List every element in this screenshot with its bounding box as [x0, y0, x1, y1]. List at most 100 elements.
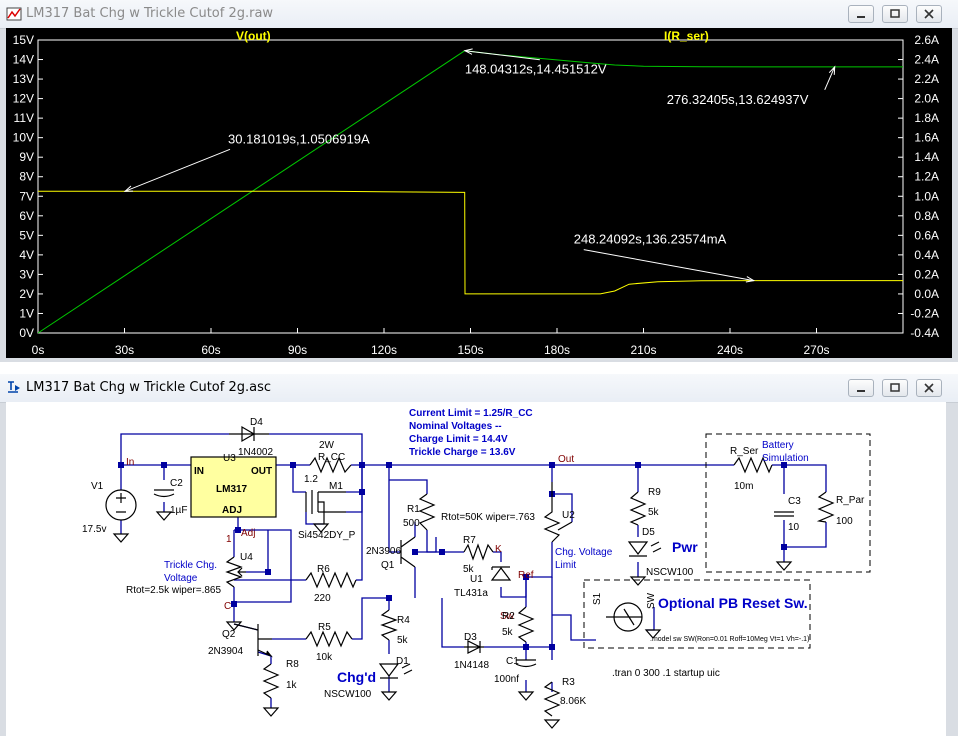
maximize-icon: [890, 383, 900, 392]
schematic-maximize-button[interactable]: [882, 379, 908, 397]
d3-label: D3: [464, 632, 477, 643]
minimize-icon: [857, 390, 865, 392]
waveform-app-icon: [6, 7, 22, 21]
net-adj: Adj: [241, 528, 255, 539]
y2-tick-label: 1.8A: [914, 111, 939, 125]
annotation-arrow: [124, 148, 231, 192]
rser-resistor-symbol: [733, 456, 773, 474]
minimize-button[interactable]: [848, 5, 874, 23]
net-k: K: [495, 544, 502, 555]
r6-resistor-symbol: [305, 571, 357, 589]
plot-background: [6, 28, 952, 358]
y-tick-label: 1V: [19, 306, 34, 320]
maximize-button[interactable]: [882, 5, 908, 23]
y-tick-label: 0V: [19, 326, 34, 340]
q2-label: Q2: [222, 629, 236, 640]
net-out: Out: [558, 454, 574, 465]
s1-label: S1: [592, 592, 603, 605]
net-in: In: [126, 457, 134, 468]
c3-capacitor-symbol: [774, 511, 794, 517]
rcc-power: 2W: [319, 440, 335, 451]
u4-title-1: Trickle Chg.: [164, 560, 217, 571]
m1-value: Si4542DY_P: [298, 530, 356, 541]
m1-mosfet-symbol: [305, 490, 346, 524]
schematic-titlebar[interactable]: LM317 Bat Chg w Trickle Cutof 2g.asc: [0, 374, 958, 403]
y-tick-label: 3V: [19, 267, 34, 281]
r5-label: R5: [318, 622, 331, 633]
y2-tick-label: -0.4A: [910, 326, 939, 340]
d3-value: 1N4148: [454, 660, 489, 671]
r2-value: 5k: [502, 627, 514, 638]
y-tick-label: 7V: [19, 189, 34, 203]
d4-diode-symbol: [229, 425, 269, 443]
c1-value: 100nf: [494, 674, 519, 685]
y-tick-label: 9V: [19, 150, 34, 164]
c3-value: 10: [788, 522, 800, 533]
u1-label: U1: [470, 574, 483, 585]
d1-led-symbol: [378, 663, 400, 679]
c3-label: C3: [788, 496, 801, 507]
close-button[interactable]: [916, 5, 942, 23]
r4-label: R4: [397, 615, 410, 626]
close-icon: [924, 9, 934, 19]
rser-label: R_Ser: [730, 446, 759, 457]
minimize-icon: [857, 16, 865, 18]
c2-capacitor-symbol: [153, 489, 175, 498]
schematic-background: [6, 402, 946, 736]
y-tick-label: 4V: [19, 248, 34, 262]
y-tick-label: 14V: [13, 53, 34, 67]
close-icon: [924, 383, 934, 393]
schematic-canvas[interactable]: Current Limit = 1.25/R_CC Nominal Voltag…: [6, 402, 946, 736]
y2-tick-label: 1.0A: [914, 189, 939, 203]
c2-value: 1µF: [170, 505, 187, 516]
y-tick-label: 5V: [19, 228, 34, 242]
plot-window-title: LM317 Bat Chg w Trickle Cutof 2g.raw: [26, 6, 274, 21]
legend-iser[interactable]: I(R_ser): [664, 29, 709, 43]
legend-vout[interactable]: V(out): [236, 29, 271, 43]
plot-axes: 0V1V2V3V4V5V6V7V8V9V10V11V12V13V14V15V-0…: [13, 33, 939, 357]
u2-title-1: Chg. Voltage: [555, 547, 613, 558]
schematic-close-button[interactable]: [916, 379, 942, 397]
components[interactable]: [105, 425, 835, 717]
annotation-arrowhead: [745, 276, 756, 283]
r1-resistor-symbol: [418, 493, 436, 531]
switch-model: .model sw SW(Ron=0.01 Roff=10Meg Vt=1 Vh…: [650, 636, 809, 643]
note-line-4: Trickle Charge = 13.6V: [409, 447, 516, 458]
x-tick-label: 240s: [717, 343, 743, 357]
tran-directive: .tran 0 300 .1 startup uic: [612, 668, 720, 679]
d1-label: D1: [396, 656, 409, 667]
plot-titlebar[interactable]: LM317 Bat Chg w Trickle Cutof 2g.raw: [0, 0, 958, 29]
r8-value: 1k: [286, 680, 298, 691]
schematic-minimize-button[interactable]: [848, 379, 874, 397]
y-tick-label: 10V: [13, 131, 34, 145]
waveform-plot[interactable]: 0V1V2V3V4V5V6V7V8V9V10V11V12V13V14V15V-0…: [6, 28, 952, 358]
r4-resistor-symbol: [380, 609, 398, 641]
c1-capacitor-symbol: [515, 659, 537, 668]
annotation-arrowhead: [463, 48, 473, 55]
annotation-arrowhead: [828, 65, 836, 75]
reset-switch-box: [583, 579, 811, 649]
r7-value: 5k: [463, 564, 475, 575]
annotation-arrow: [824, 66, 836, 91]
junctions: [118, 462, 787, 650]
r3-resistor-symbol: [543, 681, 561, 717]
annotation-label: 248.24092s,136.23574mA: [574, 232, 727, 247]
y2-tick-label: 0.4A: [914, 248, 939, 262]
x-tick-label: 0s: [32, 343, 45, 357]
x-tick-label: 150s: [457, 343, 483, 357]
lm317-pin-in: IN: [194, 466, 204, 477]
q1-transistor-symbol: [400, 536, 416, 568]
annotation-arrow: [583, 249, 754, 282]
series-line-iser[interactable]: [38, 190, 903, 295]
annotation-label: 276.32405s,13.624937V: [667, 92, 809, 107]
x-tick-label: 270s: [803, 343, 829, 357]
u2-label: U2: [562, 510, 575, 521]
d3-diode-symbol: [464, 640, 484, 654]
y2-tick-label: 0.6A: [914, 228, 939, 242]
y2-tick-label: 0.0A: [914, 287, 939, 301]
schematic-window-title: LM317 Bat Chg w Trickle Cutof 2g.asc: [26, 380, 272, 395]
y-tick-label: 8V: [19, 170, 34, 184]
d5-value: NSCW100: [646, 567, 694, 578]
r9-resistor-symbol: [629, 491, 647, 526]
ground-symbols: [112, 511, 793, 729]
